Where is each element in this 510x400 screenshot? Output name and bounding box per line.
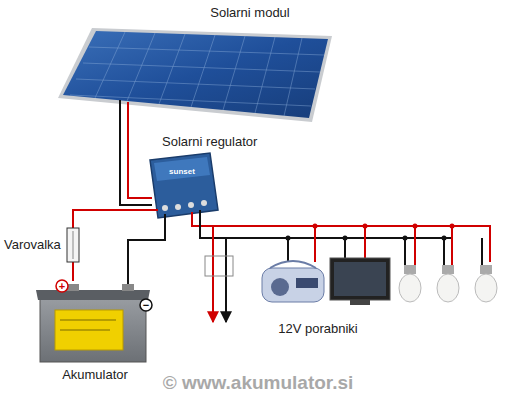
battery [36,284,150,362]
part-label: Solarni modul [210,6,290,20]
fuse [67,228,79,262]
solar-panel [58,28,332,122]
group-label: 12V porabniki [278,322,358,336]
part-label: Akumulator [62,368,128,382]
part-label: Solarni regulator [162,135,257,149]
terminal-sign: − [143,299,149,311]
brand-label: sunset [169,168,195,177]
watermark: © www.akumulator.si [163,373,354,394]
part-label: Varovalka [4,238,61,252]
charge-regulator [150,153,218,218]
radio [262,261,324,302]
television [330,258,390,305]
terminal-sign: + [59,280,65,292]
light-bulbs [399,265,497,302]
